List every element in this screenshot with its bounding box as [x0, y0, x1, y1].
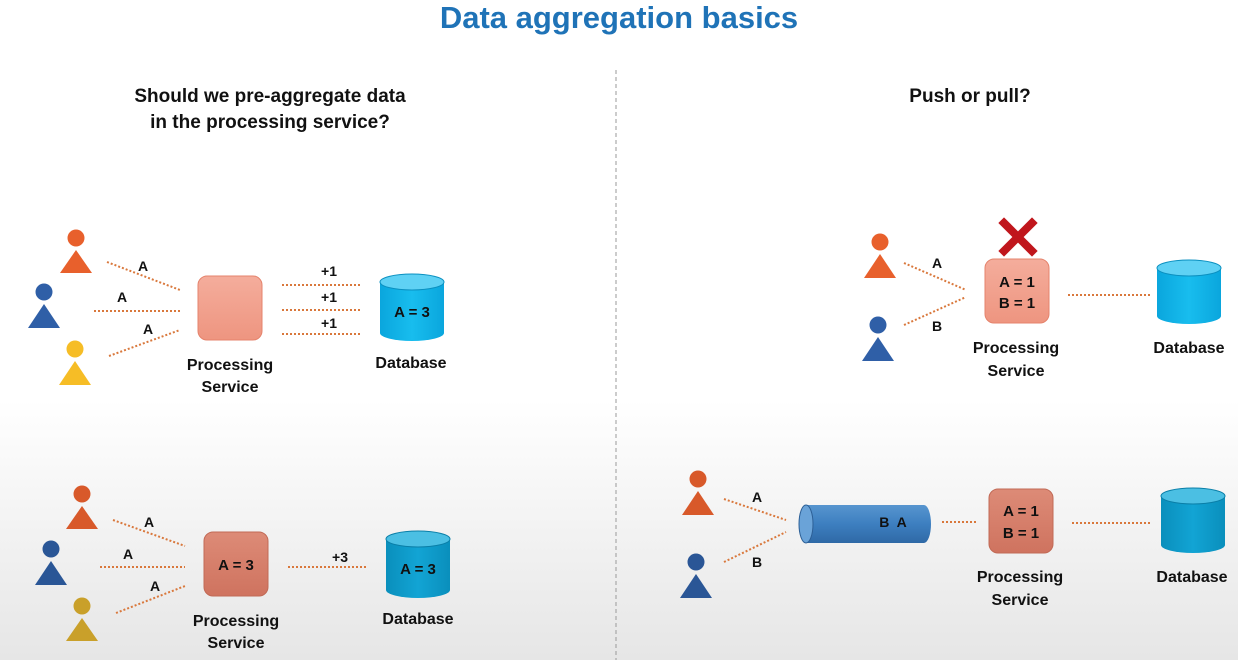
service-value: B = 1 — [999, 295, 1035, 312]
processing-service-box — [984, 258, 1050, 324]
service-value: B = 1 — [1003, 525, 1039, 542]
connector-line — [115, 585, 186, 614]
service-label-line1: Processing — [973, 340, 1059, 357]
service-value: A = 1 — [999, 274, 1035, 291]
connector-line — [723, 498, 787, 521]
service-value: A = 1 — [1003, 503, 1039, 520]
event-label: A — [143, 321, 153, 337]
database-label: Database — [1153, 340, 1224, 357]
database-value: A = 3 — [394, 304, 430, 321]
event-label: A — [144, 514, 154, 530]
event-label: A — [150, 578, 160, 594]
connector-line — [106, 261, 181, 291]
left-heading-line1: Should we pre-aggregate data — [134, 86, 406, 107]
event-label: A — [932, 255, 942, 271]
increment-label: +1 — [321, 315, 337, 331]
service-value: A = 3 — [218, 557, 254, 574]
processing-service-box — [203, 531, 269, 597]
database-icon — [379, 273, 445, 341]
user-icon — [59, 340, 91, 385]
increment-label: +1 — [321, 289, 337, 305]
event-label: A — [117, 289, 127, 305]
service-label-line2: Service — [208, 635, 265, 652]
database-icon — [385, 530, 451, 598]
service-label-line2: Service — [992, 592, 1049, 609]
event-label: B — [752, 554, 762, 570]
queue-items: B A — [879, 514, 906, 530]
user-icon — [60, 229, 92, 273]
database-label: Database — [1156, 569, 1227, 586]
left-bottom-scenario: A A A A = 3 Processing Service +3 A = 3 … — [35, 485, 454, 652]
right-top-scenario: A B A = 1 B = 1 Processing Service Datab… — [862, 217, 1225, 380]
connector-line — [903, 262, 967, 291]
database-label: Database — [382, 611, 453, 628]
left-top-scenario: A A A Processing Service +1 +1 +1 A = 3 … — [28, 229, 447, 396]
user-icon — [862, 316, 894, 361]
right-bottom-scenario: A B B A A = 1 B = 1 Processing Service D… — [680, 470, 1228, 609]
event-label: B — [932, 318, 942, 334]
event-label: A — [138, 258, 148, 274]
connector-line — [108, 329, 181, 357]
user-icon — [66, 485, 98, 529]
processing-service-box — [988, 488, 1054, 554]
connector-line — [903, 296, 967, 326]
service-label-line1: Processing — [193, 613, 279, 630]
processing-service-box — [197, 275, 263, 341]
database-icon — [1156, 259, 1222, 324]
user-icon — [66, 597, 98, 641]
connector-line — [112, 519, 186, 547]
left-heading: Should we pre-aggregate data in the proc… — [60, 84, 480, 136]
database-value: A = 3 — [400, 561, 436, 578]
event-label: A — [752, 489, 762, 505]
right-heading: Push or pull? — [909, 86, 1031, 107]
user-icon — [680, 553, 712, 598]
event-label: A — [123, 546, 133, 562]
database-label: Database — [375, 355, 446, 372]
user-icon — [682, 470, 714, 515]
user-icon — [28, 283, 60, 328]
page-title: Data aggregation basics — [439, 0, 799, 35]
user-icon — [864, 233, 896, 278]
increment-label: +1 — [321, 263, 337, 279]
database-icon — [1160, 487, 1226, 553]
service-label-line1: Processing — [977, 569, 1063, 586]
service-label-line2: Service — [202, 379, 259, 396]
reject-x-icon — [998, 217, 1038, 257]
queue-icon — [798, 504, 931, 544]
service-label-line2: Service — [988, 363, 1045, 380]
left-heading-line2: in the processing service? — [150, 112, 390, 133]
service-label-line1: Processing — [187, 357, 273, 374]
increment-label: +3 — [332, 549, 348, 565]
connector-line — [723, 531, 787, 563]
user-icon — [35, 540, 67, 585]
